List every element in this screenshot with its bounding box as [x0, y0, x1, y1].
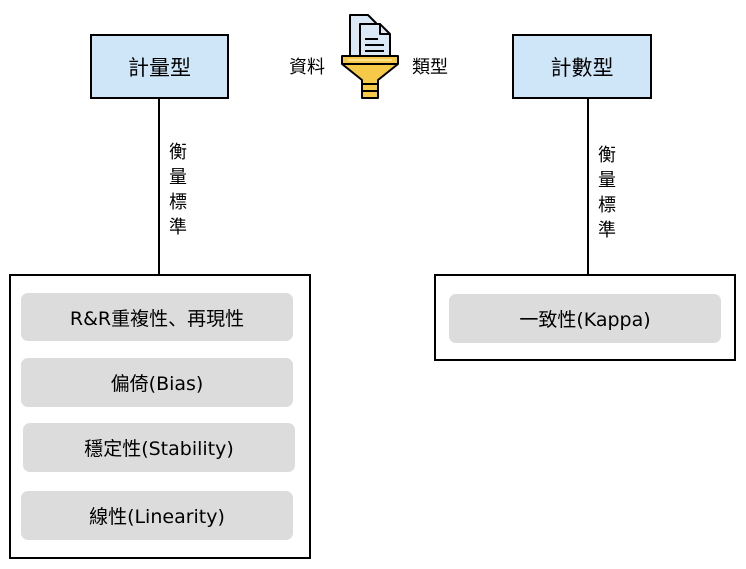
method-item: 偏倚(Bias) — [21, 358, 293, 407]
type-label: 類型 — [412, 57, 448, 78]
left-connector-line — [158, 98, 160, 275]
method-item: 一致性(Kappa) — [449, 294, 721, 343]
attribute-type-title: 計數型 — [550, 55, 614, 80]
method-item: R&R重複性、再現性 — [21, 293, 293, 341]
right-connector-line — [587, 98, 589, 275]
variable-type-box: 計量型 — [90, 34, 229, 99]
data-label: 資料 — [289, 57, 325, 78]
attribute-type-box: 計數型 — [512, 34, 652, 99]
variable-type-title: 計量型 — [128, 55, 191, 80]
method-item: 穩定性(Stability) — [23, 423, 295, 472]
method-item: 線性(Linearity) — [21, 491, 293, 540]
right-measure-standard-label: 衡 量 標 準 — [598, 145, 616, 241]
left-measure-standard-label: 衡 量 標 準 — [169, 142, 187, 238]
funnel-document-icon — [338, 12, 402, 104]
